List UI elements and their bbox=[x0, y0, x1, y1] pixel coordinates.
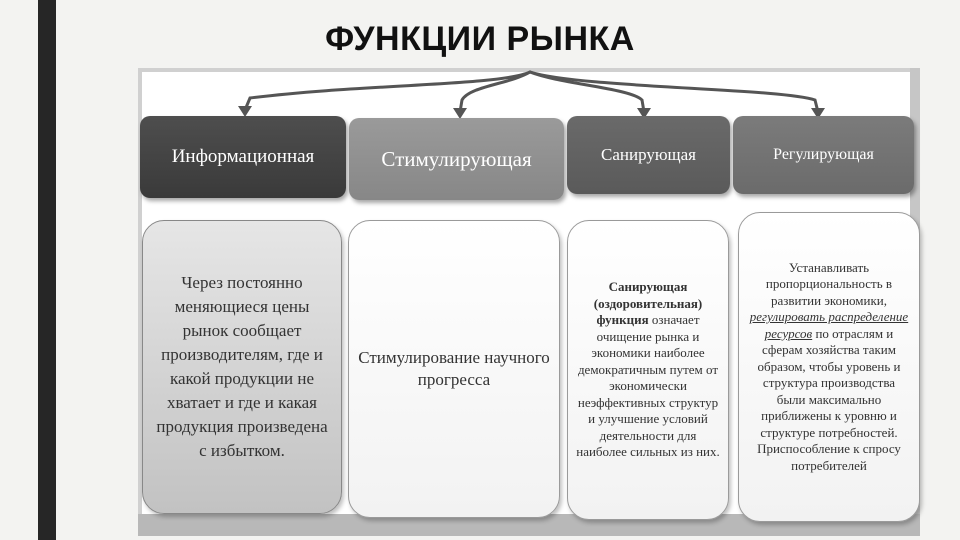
left-accent-bar bbox=[38, 0, 56, 540]
card-informational-text: Через постоянно меняющиеся цены рынок со… bbox=[156, 273, 328, 460]
header-informational: Информационная bbox=[140, 116, 346, 198]
card-informational: Через постоянно меняющиеся цены рынок со… bbox=[142, 220, 342, 514]
arrowhead-4 bbox=[811, 108, 825, 119]
arrow-to-informational bbox=[243, 70, 532, 112]
arrowhead-1 bbox=[238, 106, 252, 117]
card-regulating: Устанавливать пропорциональность в разви… bbox=[738, 212, 920, 522]
header-regulating: Регулирующая bbox=[733, 116, 914, 194]
card-stimulating-text: Стимулирование научного прогресса bbox=[358, 348, 550, 389]
card-sanitizing-text: Санирующая (оздоровительная) функция озн… bbox=[568, 279, 728, 461]
arrow-to-regulating bbox=[528, 70, 820, 114]
regulating-emphasis: регулировать распределение ресурсов bbox=[749, 309, 909, 341]
card-stimulating: Стимулирование научного прогресса bbox=[348, 220, 560, 518]
sanitizing-description: означает очищение рынка и экономики наиб… bbox=[576, 312, 720, 460]
arrowhead-2 bbox=[453, 108, 467, 119]
arrow-to-sanitizing bbox=[528, 70, 646, 114]
header-sanitizing: Санирующая bbox=[567, 116, 730, 194]
sanitizing-term: Санирующая (оздоровительная) функция bbox=[593, 279, 703, 328]
header-stimulating: Стимулирующая bbox=[349, 118, 564, 200]
card-regulating-text: Устанавливать пропорциональность в разви… bbox=[739, 260, 919, 475]
arrow-to-stimulating bbox=[458, 70, 532, 114]
card-sanitizing: Санирующая (оздоровительная) функция озн… bbox=[567, 220, 729, 520]
arrowhead-3 bbox=[637, 108, 651, 119]
panel-bottom-edge bbox=[138, 514, 920, 536]
page-title: ФУНКЦИИ РЫНКА bbox=[325, 20, 635, 58]
regulating-part-2: по отраслям и сферам хозяйства таким обр… bbox=[757, 325, 901, 473]
regulating-part-1: Устанавливать пропорциональность в разви… bbox=[765, 259, 893, 308]
